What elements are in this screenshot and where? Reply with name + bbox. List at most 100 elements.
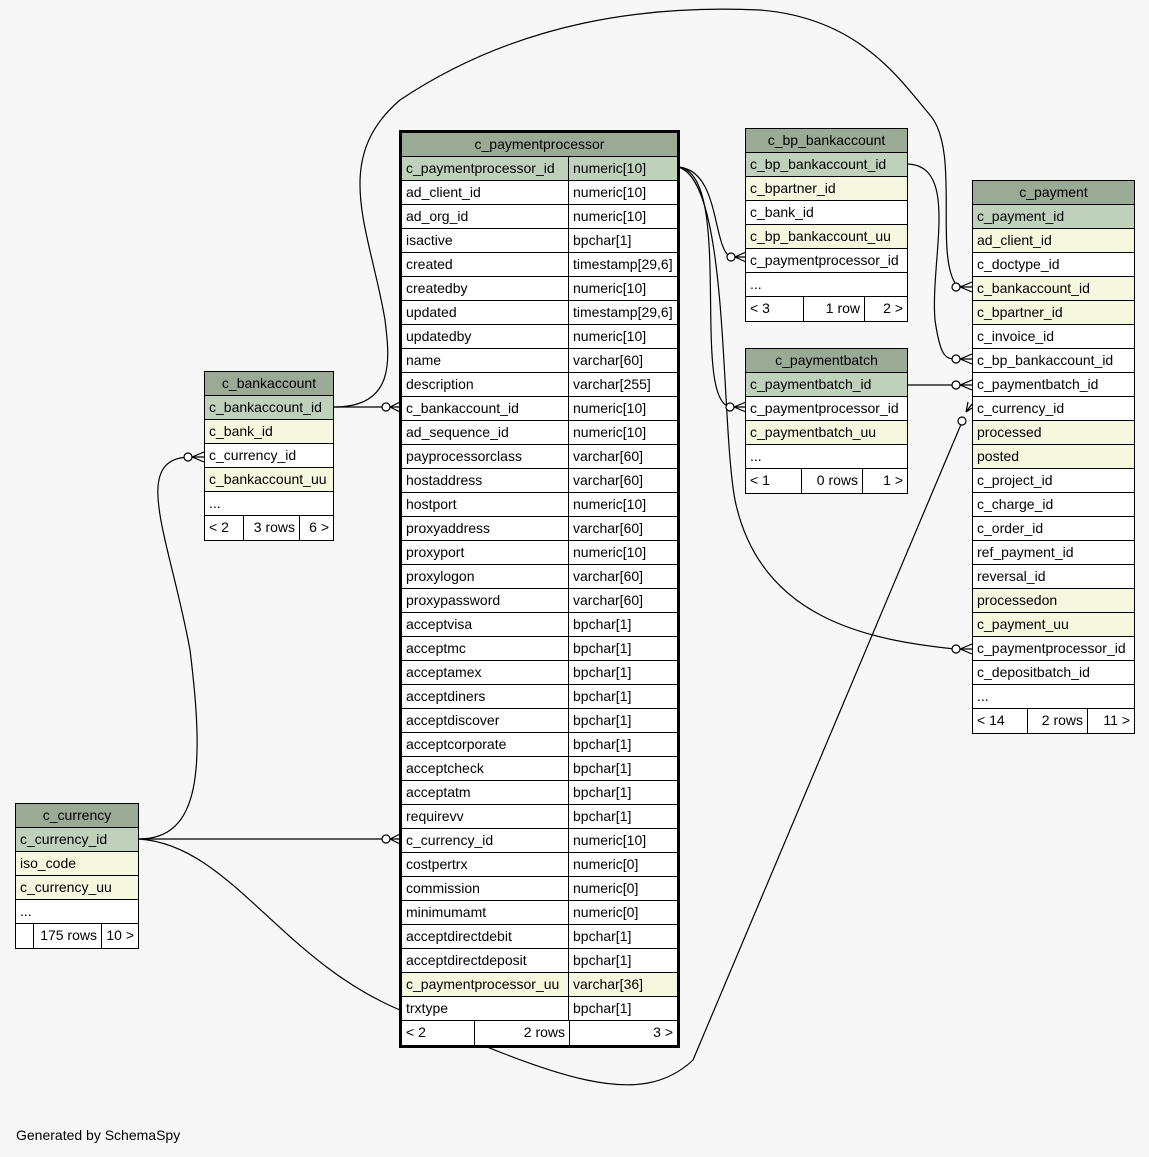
- column-row[interactable]: c_bankaccount_id: [205, 396, 333, 420]
- column-row[interactable]: c_bankaccount_id: [973, 277, 1134, 301]
- more-columns-row[interactable]: ...: [973, 685, 1134, 709]
- column-row[interactable]: c_currency_uu: [16, 876, 138, 900]
- parents-link[interactable]: < 1: [750, 472, 770, 488]
- column-row[interactable]: c_bpartner_id: [746, 177, 907, 201]
- column-row[interactable]: c_project_id: [973, 469, 1134, 493]
- column-row[interactable]: c_charge_id: [973, 493, 1134, 517]
- column-row[interactable]: posted: [973, 445, 1134, 469]
- column-row[interactable]: c_bank_id: [746, 201, 907, 225]
- column-row[interactable]: c_paymentprocessor_id: [746, 397, 907, 421]
- children-link[interactable]: 6 >: [299, 516, 333, 540]
- column-row[interactable]: c_order_id: [973, 517, 1134, 541]
- children-link[interactable]: 3 >: [569, 1021, 677, 1045]
- column-row[interactable]: c_paymentbatch_id: [746, 373, 907, 397]
- parents-link[interactable]: < 3: [750, 300, 770, 316]
- column-row[interactable]: ref_payment_id: [973, 541, 1134, 565]
- column-row[interactable]: c_depositbatch_id: [973, 661, 1134, 685]
- column-row[interactable]: iso_code: [16, 852, 138, 876]
- table-header[interactable]: c_currency: [16, 804, 138, 828]
- parents-link[interactable]: < 2: [209, 519, 229, 535]
- more-columns-row[interactable]: ...: [746, 273, 907, 297]
- column-row[interactable]: c_currency_id: [973, 397, 1134, 421]
- children-link[interactable]: 11 >: [1087, 709, 1134, 733]
- column-row[interactable]: c_paymentbatch_id: [973, 373, 1134, 397]
- children-link[interactable]: 1 >: [862, 469, 907, 493]
- column-row[interactable]: c_bp_bankaccount_id: [746, 153, 907, 177]
- column-row[interactable]: c_payment_id: [973, 205, 1134, 229]
- table-header[interactable]: c_bp_bankaccount: [746, 129, 907, 153]
- column-row[interactable]: c_currency_id: [205, 444, 333, 468]
- column-row[interactable]: c_invoice_id: [973, 325, 1134, 349]
- table-header[interactable]: c_paymentprocessor: [402, 133, 677, 157]
- column-row[interactable]: c_doctype_id: [973, 253, 1134, 277]
- table-header[interactable]: c_bankaccount: [205, 372, 333, 396]
- children-link[interactable]: 10 >: [101, 924, 138, 948]
- more-columns-row[interactable]: ...: [746, 445, 907, 469]
- table-header[interactable]: c_payment: [973, 181, 1134, 205]
- column-row[interactable]: c_bank_id: [205, 420, 333, 444]
- column-row[interactable]: c_bp_bankaccount_id: [973, 349, 1134, 373]
- column-row[interactable]: c_payment_uu: [973, 613, 1134, 637]
- parents-link[interactable]: < 14: [977, 712, 1005, 728]
- children-link[interactable]: 2 >: [864, 297, 907, 321]
- column-row[interactable]: c_paymentprocessor_id: [973, 637, 1134, 661]
- column-row[interactable]: c_paymentprocessor_id: [746, 249, 907, 273]
- column-row[interactable]: c_currency_id: [16, 828, 138, 852]
- column-row[interactable]: processedon: [973, 589, 1134, 613]
- column-row[interactable]: reversal_id: [973, 565, 1134, 589]
- column-row[interactable]: ad_client_id: [973, 229, 1134, 253]
- more-columns-row[interactable]: ...: [16, 900, 138, 924]
- table-header[interactable]: c_paymentbatch: [746, 349, 907, 373]
- parents-link[interactable]: < 2: [406, 1024, 426, 1040]
- column-row[interactable]: c_bp_bankaccount_uu: [746, 225, 907, 249]
- more-columns-row[interactable]: ...: [205, 492, 333, 516]
- parents-link[interactable]: [16, 924, 33, 948]
- column-row[interactable]: c_bankaccount_uu: [205, 468, 333, 492]
- column-row[interactable]: c_paymentbatch_uu: [746, 421, 907, 445]
- column-row[interactable]: c_bpartner_id: [973, 301, 1134, 325]
- column-row[interactable]: processed: [973, 421, 1134, 445]
